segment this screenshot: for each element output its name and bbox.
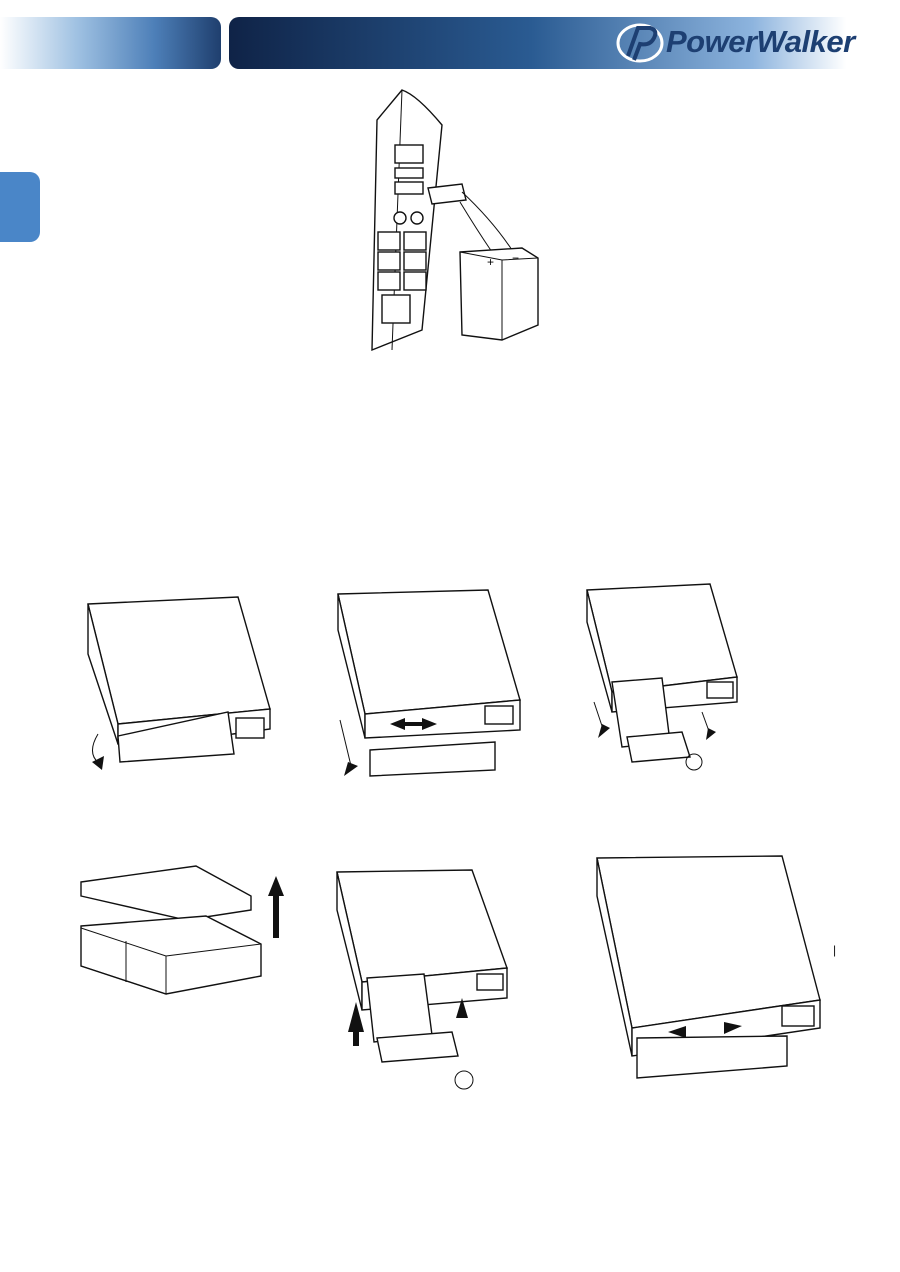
brand-logo: PowerWalker: [612, 20, 900, 66]
step3-battery-tray-unscrew-figure: [586, 583, 738, 771]
svg-text:−: −: [512, 251, 519, 265]
step2-detach-panel-figure: [337, 589, 521, 777]
header-bar-right: [229, 17, 900, 69]
section-tab: [0, 172, 40, 242]
step4-open-battery-pack-figure: [80, 865, 284, 995]
header-bar-left: [0, 17, 221, 69]
svg-text:+: +: [487, 255, 494, 269]
stray-mark: |: [833, 943, 837, 957]
powerwalker-logo-icon: [616, 23, 664, 63]
step1-remove-front-panel-figure: [87, 596, 271, 770]
step5-reinsert-battery-figure: [336, 869, 508, 1090]
brand-name: PowerWalker: [666, 24, 855, 59]
step6-reattach-front-panel-figure: [596, 855, 821, 1079]
ups-rear-battery-connection-figure: + −: [371, 89, 539, 352]
